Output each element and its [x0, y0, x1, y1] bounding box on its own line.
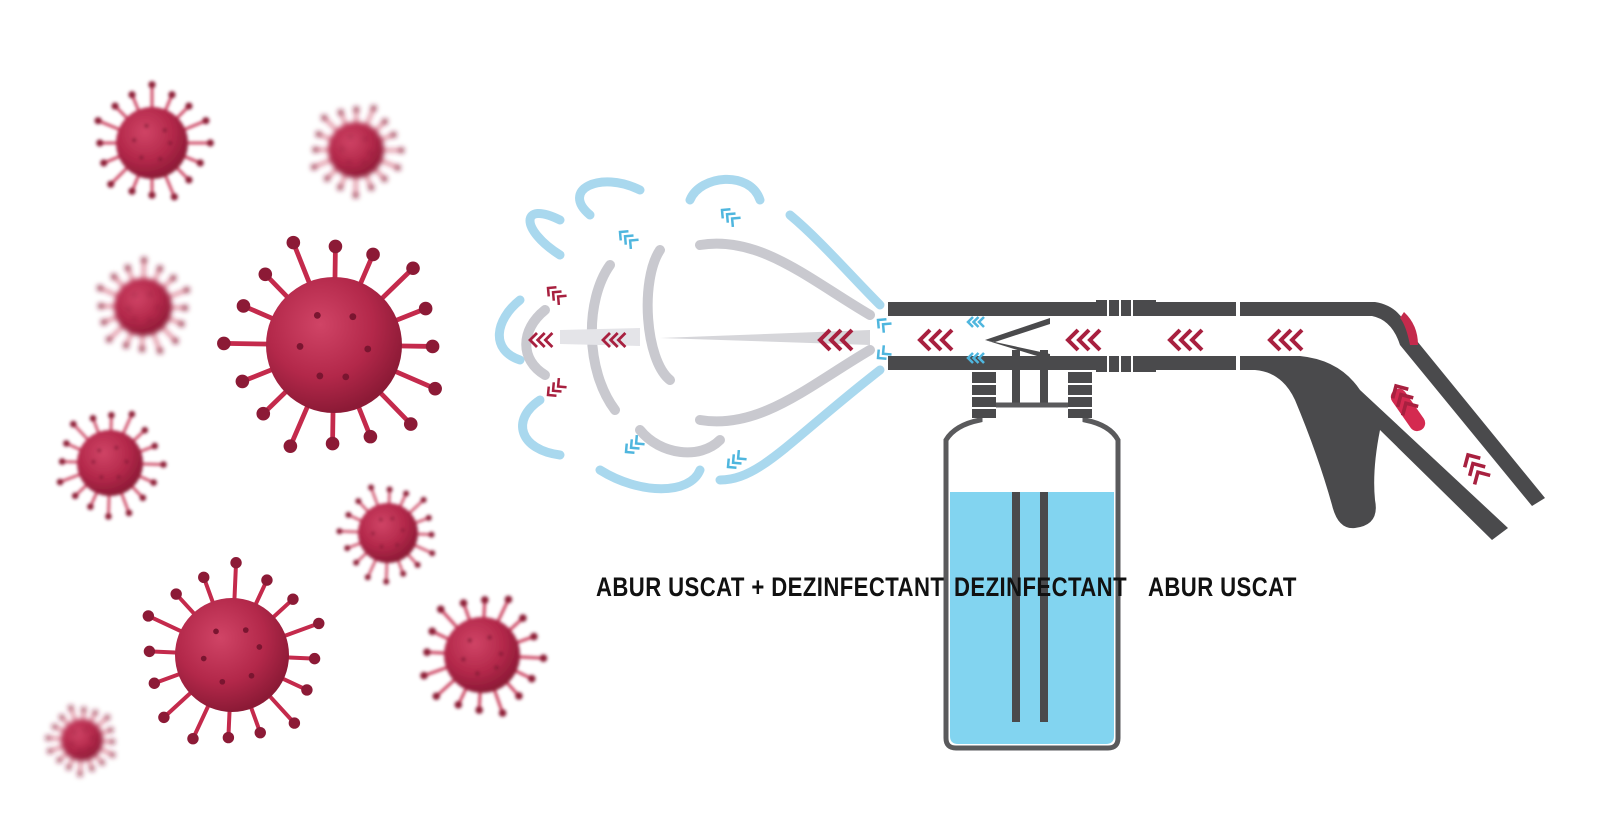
chevron-left-icon: [966, 352, 985, 364]
chevron-left-icon: [1167, 328, 1204, 352]
label-dry-steam-plus-disinfectant: ABUR USCAT + DEZINFECTANT: [596, 572, 945, 602]
virus-icon: [217, 235, 442, 453]
virus-icon: [420, 595, 548, 717]
spray-cloud-icon: [494, 174, 885, 494]
chevron-left-icon: [817, 328, 854, 352]
chevron-left-icon: [624, 434, 645, 454]
chevron-left-icon: [1065, 328, 1102, 352]
disinfectant-bottle-icon: [943, 372, 1121, 751]
virus-group: [45, 81, 548, 777]
virus-icon: [56, 410, 167, 520]
chevron-left-icon: [720, 208, 741, 228]
virus-icon: [336, 484, 436, 585]
label-disinfectant: DEZINFECTANT: [954, 572, 1128, 602]
chevron-left-icon: [917, 328, 954, 352]
virus-icon: [311, 105, 405, 199]
virus-icon: [94, 81, 214, 201]
chevron-left-icon: [618, 230, 639, 250]
chevron-left-icon: [1462, 452, 1491, 485]
label-dry-steam: ABUR USCAT: [1148, 572, 1297, 602]
chevron-left-icon: [528, 332, 554, 348]
chevron-left-icon: [546, 286, 567, 306]
chevron-left-icon: [876, 318, 892, 333]
chevron-left-icon: [546, 377, 567, 397]
virus-icon: [97, 257, 190, 354]
chevron-left-icon: [726, 449, 747, 469]
chevron-left-icon: [876, 345, 892, 360]
chevron-left-icon: [966, 316, 985, 328]
chevron-left-icon: [1267, 328, 1304, 352]
virus-icon: [45, 705, 116, 777]
chevron-left-icon: [601, 332, 627, 348]
flow-arrow-group: [528, 208, 1491, 485]
chevron-left-icon: [1390, 383, 1419, 416]
virus-icon: [142, 557, 325, 745]
